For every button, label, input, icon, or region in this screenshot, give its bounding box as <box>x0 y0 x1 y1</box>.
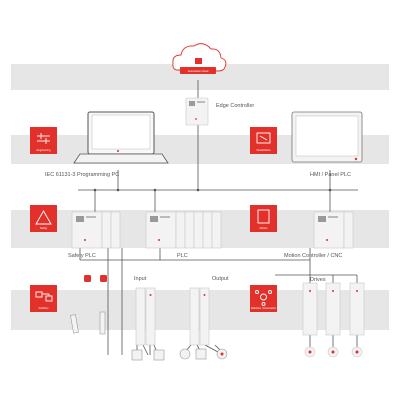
programming-pc: IEC 61131-3 Programming PC <box>45 111 169 178</box>
output-label: Output <box>212 276 229 282</box>
edge-controller-label: Edge Controller <box>216 103 254 109</box>
tile-motion: Motion <box>250 205 277 232</box>
input-label: Input <box>134 276 147 282</box>
network-junction-dots <box>93 188 332 192</box>
fieldbus-icon <box>35 291 53 302</box>
motion-controller-label: Motion Controller / CNC <box>284 253 342 259</box>
edge-controller: Edge Controller <box>185 97 254 126</box>
cloud-label: Automation Cloud <box>188 69 209 73</box>
engineering-icon <box>37 133 50 144</box>
lamp-icon <box>179 348 191 360</box>
tile-engineering-label: Engineering <box>37 148 51 152</box>
safety-plc: Safety PLC <box>68 211 121 259</box>
tile-visualization: Visualization <box>250 127 277 154</box>
motion-controller: Motion Controller / CNC <box>284 211 354 259</box>
light-curtain-icon <box>99 311 106 335</box>
hmi-panel: HMI / Panel PLC <box>291 111 363 178</box>
field-devices <box>131 348 228 361</box>
automation-cloud: Automation Cloud <box>172 43 227 74</box>
input-io: Input <box>134 276 156 346</box>
emergency-stop-icon <box>84 275 91 282</box>
plc-label: PLC <box>177 253 188 259</box>
tile-fieldbus: Fieldbus <box>30 285 57 312</box>
output-io: Output <box>189 276 229 346</box>
sensor-icon <box>131 349 143 361</box>
emergency-stop-icon <box>100 275 107 282</box>
tile-robotics: Robotics / Kinematics <box>250 285 277 312</box>
safety-sensors <box>70 275 107 335</box>
plc: PLC <box>145 211 222 259</box>
light-curtain-icon <box>70 314 79 334</box>
tile-safety-label: Safety <box>40 226 48 230</box>
robotics-icon <box>255 290 272 306</box>
safety-warning-icon <box>35 210 52 225</box>
servo-motors <box>304 346 363 358</box>
drives: Drives <box>302 277 365 336</box>
tile-motion-label: Motion <box>260 226 268 230</box>
visualization-icon <box>256 132 271 144</box>
hmi-label: HMI / Panel PLC <box>310 172 351 178</box>
programming-pc-label: IEC 61131-3 Programming PC <box>45 172 119 178</box>
motion-icon <box>257 209 270 224</box>
drives-label: Drives <box>310 277 326 283</box>
cloud-icon <box>195 58 202 64</box>
sensor-icon <box>153 349 165 361</box>
tile-robotics-label: Robotics / Kinematics <box>251 306 277 310</box>
tile-engineering: Engineering <box>30 127 57 154</box>
safety-plc-label: Safety PLC <box>68 253 96 259</box>
tile-fieldbus-label: Fieldbus <box>39 306 50 310</box>
tile-safety: Safety <box>30 205 57 232</box>
tile-visualization-label: Visualization <box>256 148 271 152</box>
valve-icon <box>195 348 207 360</box>
